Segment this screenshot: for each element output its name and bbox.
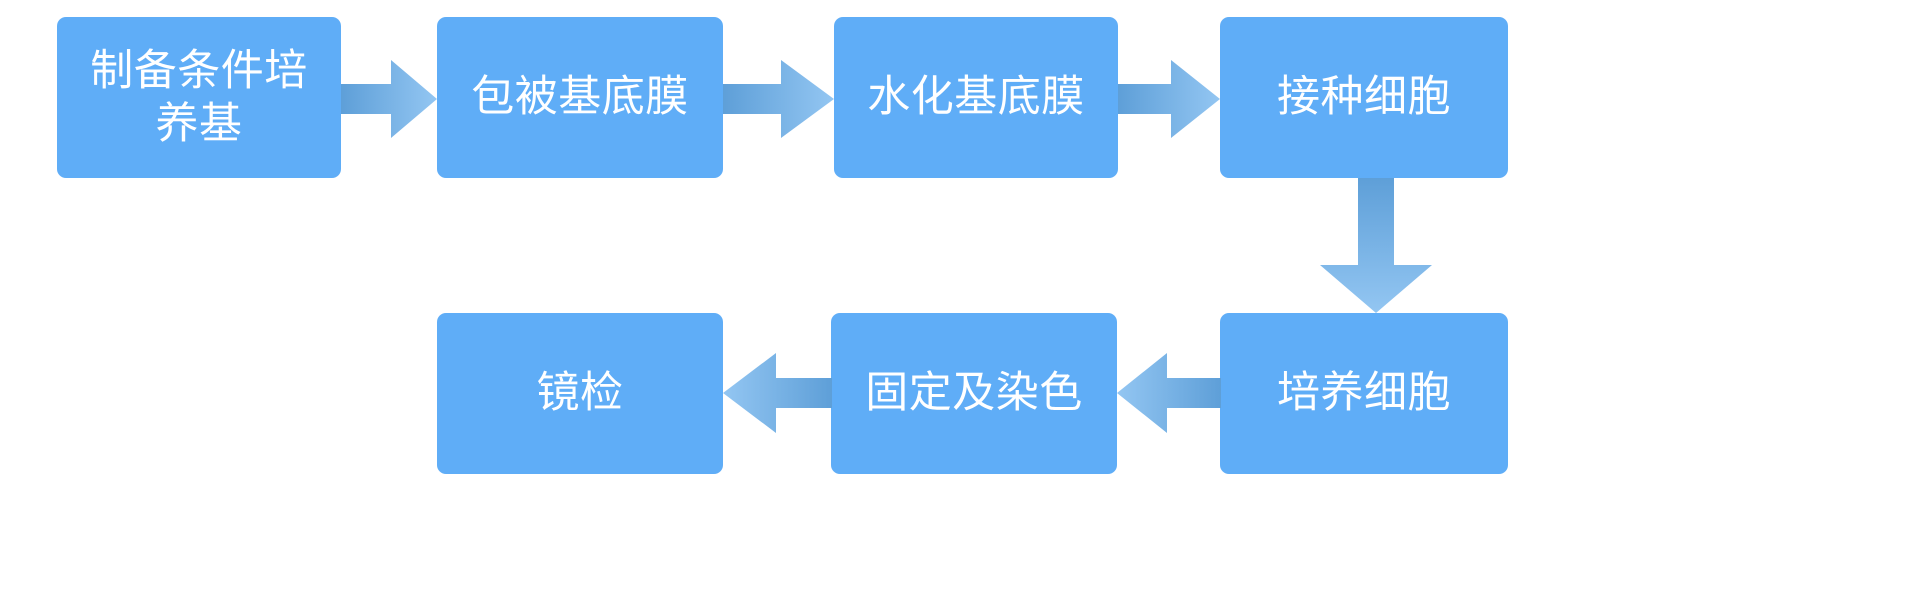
flow-node-label: 接种细胞 (1277, 73, 1451, 122)
flow-node-prepare-conditioned-medium[interactable]: 制备条件培养基 (57, 17, 341, 178)
flow-node-culture-cells[interactable]: 培养细胞 (1220, 313, 1508, 474)
flow-node-label: 固定及染色 (865, 369, 1083, 418)
flow-node-label: 水化基底膜 (867, 73, 1085, 122)
flow-node-label: 包被基底膜 (471, 73, 689, 122)
flow-node-label: 镜检 (536, 369, 624, 418)
flow-node-hydrate-basement-membrane[interactable]: 水化基底膜 (834, 17, 1118, 178)
flow-node-label: 培养细胞 (1277, 369, 1451, 418)
arrow-left-culture-to-fix-stain (1117, 353, 1221, 433)
arrow-down-seed-to-culture (1320, 178, 1432, 313)
flow-node-coat-basement-membrane[interactable]: 包被基底膜 (437, 17, 723, 178)
arrow-right-coat-to-hydrate (723, 60, 834, 138)
arrow-right-prepare-to-coat (341, 60, 437, 138)
flow-node-label: 制备条件培养基 (90, 47, 308, 148)
arrow-right-hydrate-to-seed (1118, 60, 1220, 138)
arrow-left-fix-stain-to-microscopy (723, 353, 832, 433)
flow-node-seed-cells[interactable]: 接种细胞 (1220, 17, 1508, 178)
flow-node-fix-and-stain[interactable]: 固定及染色 (831, 313, 1117, 474)
flow-node-microscopic-examination[interactable]: 镜检 (437, 313, 723, 474)
